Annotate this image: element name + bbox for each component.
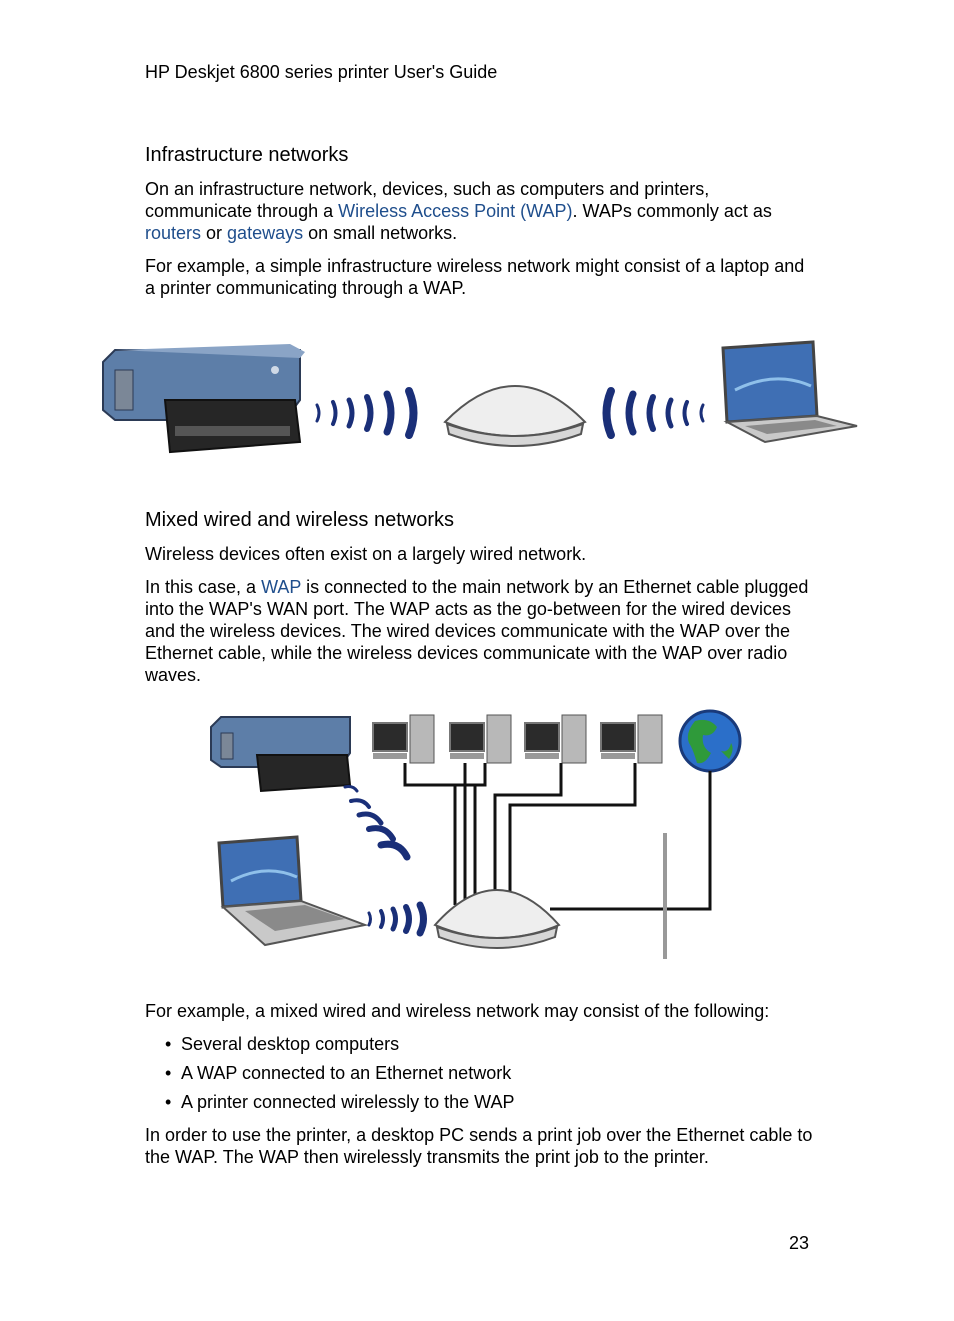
list-item: •Several desktop computers [165,1034,400,1054]
laptop-illustration [721,340,858,444]
desktop-computer [372,714,435,764]
paragraph-infrastructure-example: For example, a simple infrastructure wir… [145,256,805,298]
signal-waves-printer [315,387,418,439]
list-item: •A WAP connected to an Ethernet network [165,1063,512,1083]
desktop-computer [524,714,587,764]
signal-waves-printer [343,785,411,861]
desktop-computer [449,714,512,764]
link-gateways[interactable]: gateways [227,223,304,243]
wap-device-illustration [433,889,561,949]
list-network-components: •Several desktop computers •A WAP connec… [165,1033,514,1120]
page-number: 23 [788,1233,809,1253]
link-wap[interactable]: WAP [261,577,302,597]
link-wireless-access-point[interactable]: Wireless Access Point (WAP) [338,201,573,221]
figure-infrastructure-network [102,340,858,454]
heading-infrastructure-networks: Infrastructure networks [145,144,349,166]
ethernet-cables [403,763,712,911]
laptop-illustration [217,835,369,947]
wap-device-illustration [443,385,587,447]
globe-internet-icon [678,709,742,773]
link-routers[interactable]: routers [145,223,202,243]
desktop-computer [600,714,663,764]
printer-illustration [210,716,352,793]
printer-illustration [102,344,305,454]
signal-waves-laptop [602,387,705,439]
paragraph-mixed-intro: Wireless devices often exist on a largel… [145,544,587,564]
paragraph-print-job: In order to use the printer, a desktop P… [145,1125,813,1167]
signal-waves-laptop [367,901,427,937]
paragraph-mixed-example: For example, a mixed wired and wireless … [145,1001,770,1021]
heading-mixed-networks: Mixed wired and wireless networks [145,509,455,531]
list-item: •A printer connected wirelessly to the W… [165,1092,515,1112]
running-header: HP Deskjet 6800 series printer User's Gu… [145,62,498,82]
paragraph-infrastructure-intro: On an infrastructure network, devices, s… [145,179,772,243]
figure-mixed-network [210,709,742,959]
paragraph-mixed-detail: In this case, a WAP is connected to the … [145,577,809,685]
